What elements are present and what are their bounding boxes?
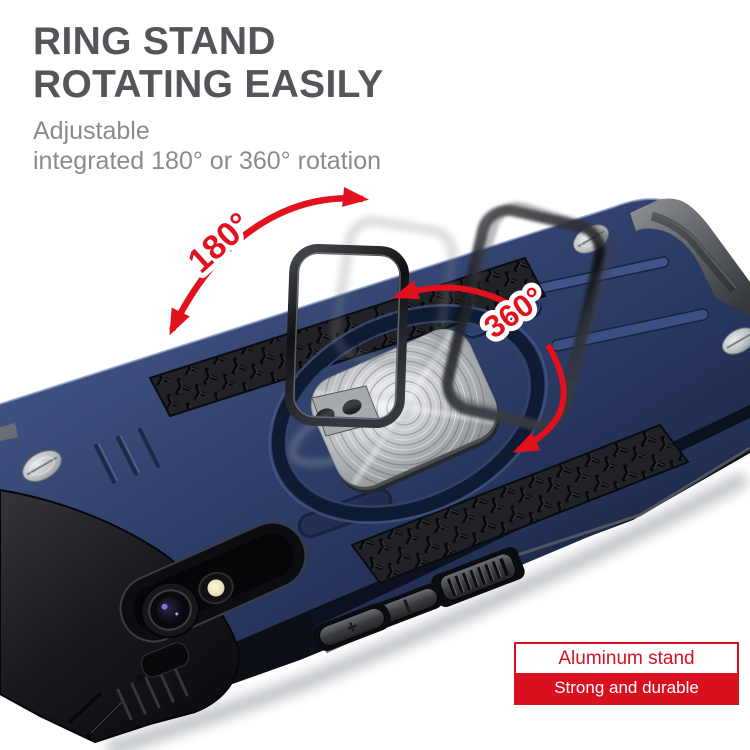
module-ridges — [116, 664, 189, 721]
rotation-label-180: 180° — [181, 205, 259, 280]
header: RING STAND ROTATING EASILY Adjustable in… — [33, 20, 383, 176]
page-title-line2: ROTATING EASILY — [33, 63, 384, 106]
corner-bumper-groove — [650, 211, 738, 293]
rotation-arc-360-lower — [512, 343, 567, 453]
mic-hole — [136, 674, 144, 682]
screw-left — [22, 450, 62, 482]
callout-subtitle: Strong and durable — [516, 673, 737, 703]
camera-lens — [140, 581, 200, 639]
rotation-arc-180 — [169, 187, 369, 336]
camera-module — [0, 488, 307, 744]
subtitle-line2: integrated 180° or 360° rotation — [33, 147, 382, 175]
ring-motion-trail — [288, 392, 412, 468]
volume-down-mark — [403, 599, 411, 613]
screw-right — [721, 327, 750, 355]
camera-flash — [198, 571, 234, 605]
page-title-line1: RING STAND — [33, 20, 276, 63]
power-button — [431, 546, 525, 608]
left-edge-tab — [0, 423, 18, 441]
module-notch — [140, 642, 190, 678]
corner-bumper — [630, 198, 750, 316]
corner-bumper-ridge — [651, 213, 737, 289]
case-shadow — [105, 470, 749, 750]
back-grooves — [94, 428, 160, 484]
ring-stand-ghost — [441, 201, 615, 432]
grip-texture-bottom — [350, 423, 690, 585]
callout-title: Aluminum stand — [516, 644, 737, 673]
subtitle-line1: Adjustable — [33, 117, 150, 145]
corner-bumper-steps — [68, 692, 122, 738]
volume-up-button: + — [313, 603, 391, 651]
rotation-arrow-360-upper — [392, 280, 514, 308]
feature-callout: Aluminum stand Strong and durable — [514, 642, 739, 705]
